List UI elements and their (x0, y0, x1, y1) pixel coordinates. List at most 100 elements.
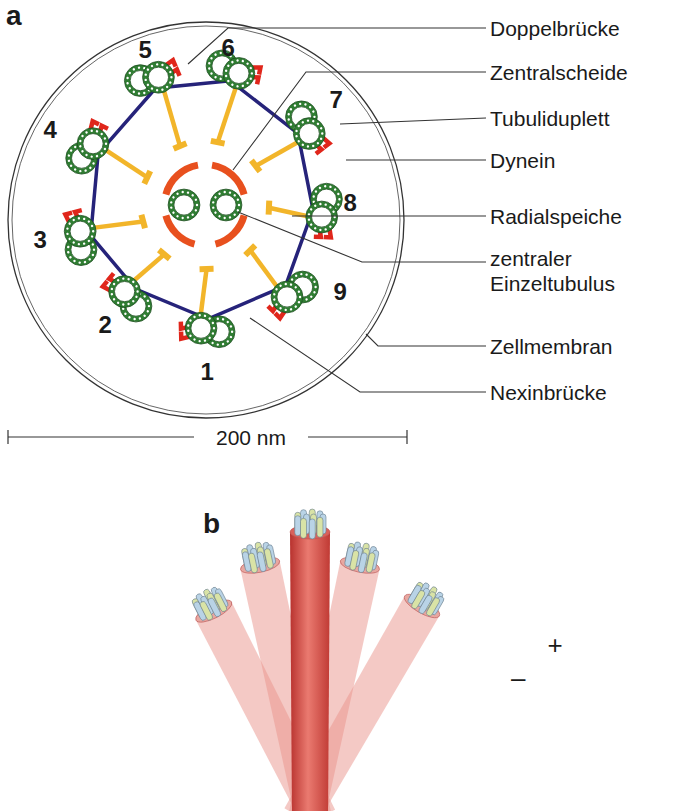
tubule-outline (114, 281, 134, 301)
radial-spoke (164, 89, 180, 146)
polarity-sign: – (511, 663, 525, 693)
tubule-wall (67, 218, 93, 244)
tubule-outline (299, 123, 319, 143)
membrane-sleeve (290, 532, 330, 811)
part-label: zentraler Einzeltubulus (490, 246, 665, 296)
tubule-outline (109, 276, 141, 308)
scale-bar (8, 430, 407, 444)
tubulin-dots (226, 60, 252, 86)
radial-spoke (201, 269, 207, 315)
callout-number: 6 (222, 34, 235, 62)
tubule-outline (312, 207, 332, 227)
tubule-wall (213, 192, 239, 218)
spoke-head (174, 143, 187, 148)
tubule-outline (210, 189, 242, 221)
tubule-outline (271, 281, 303, 313)
callout-number: 7 (330, 86, 343, 114)
tubule-wall (145, 64, 171, 90)
tubulin-dots (274, 284, 300, 310)
radial-spoke (133, 254, 164, 281)
leader-line (250, 318, 486, 392)
leader-line (188, 28, 486, 64)
tubule-outline (148, 67, 168, 87)
axoneme-bundle-illustration (186, 509, 451, 811)
microtubule-rod (295, 516, 301, 536)
scale-bar-line (8, 436, 194, 437)
tubule-outline (191, 318, 211, 338)
tubule-wall (274, 284, 300, 310)
leader-lines (188, 28, 486, 392)
spoke-head (200, 266, 214, 272)
tubule-wall (171, 192, 197, 218)
central-sheath (162, 162, 247, 248)
tubule-outline (174, 195, 194, 215)
microtubule (185, 312, 217, 344)
tubule-wall (226, 60, 252, 86)
microtubule (271, 281, 303, 313)
tubule-doublets (64, 50, 342, 348)
radial-spoke (218, 86, 237, 142)
tubule-outline (223, 57, 255, 89)
microtubule (143, 61, 175, 93)
tubule-outline (185, 312, 217, 344)
scale-label: 200 nm (216, 425, 286, 450)
spoke-head (141, 215, 145, 229)
tubule-outline (77, 128, 109, 160)
spoke-head (211, 141, 225, 144)
tubule-outline (293, 118, 325, 150)
spoke-head (245, 245, 255, 255)
spoke-head (159, 250, 170, 259)
tubule-outline (216, 195, 236, 215)
spoke-head (266, 201, 273, 215)
tubule-doublet (271, 271, 318, 313)
microtubule-rod (358, 552, 368, 573)
microtubule (64, 215, 96, 247)
scale-bar-tick (7, 430, 8, 444)
nexin-link (91, 81, 313, 319)
tubule-wall (112, 279, 138, 305)
callout-number: 2 (99, 311, 112, 339)
callout-number: 9 (334, 278, 347, 306)
tubule-doublet (124, 61, 174, 96)
tubule-outline (70, 221, 90, 241)
tubule-outline (143, 61, 175, 93)
tubule-wall (309, 204, 335, 230)
callout-number: 4 (44, 116, 57, 144)
microtubule (223, 57, 255, 89)
scale-bar-line (308, 436, 407, 437)
central-pair (168, 189, 242, 221)
leader-line (340, 118, 486, 124)
microtubule (210, 189, 242, 221)
tubulin-dots (309, 204, 335, 230)
axoneme (64, 50, 342, 348)
tubulin-dots (80, 131, 106, 157)
radial-spoke (256, 141, 299, 165)
microtubule-rod (257, 551, 267, 572)
microtubule-rod (248, 553, 258, 574)
part-label: Zellmembran (490, 334, 613, 359)
leader-line (233, 72, 486, 170)
tubule-doublet (66, 128, 109, 174)
microtubule-rod (207, 597, 221, 618)
tubulin-dots (112, 279, 138, 305)
spoke-head (144, 171, 150, 184)
scale-bar-tick (406, 430, 407, 444)
tubule-outline (306, 201, 338, 233)
part-label: Tubuliduplett (490, 106, 609, 131)
microtubule-rod (349, 550, 359, 571)
callout-number: 5 (139, 36, 152, 64)
microtubule (293, 118, 325, 150)
tubulin-dots (67, 218, 93, 244)
leader-line (346, 159, 486, 160)
tubule-doublet (286, 101, 326, 150)
radial-spokes (93, 86, 309, 315)
part-label: Doppelbrücke (490, 16, 620, 41)
part-label: Dynein (490, 148, 555, 173)
tubule-doublet (64, 215, 97, 265)
tubulin-dots (188, 315, 214, 341)
dynein-arms (65, 60, 330, 338)
tubule-outline (229, 63, 249, 83)
part-label: Nexinbrücke (490, 380, 607, 405)
